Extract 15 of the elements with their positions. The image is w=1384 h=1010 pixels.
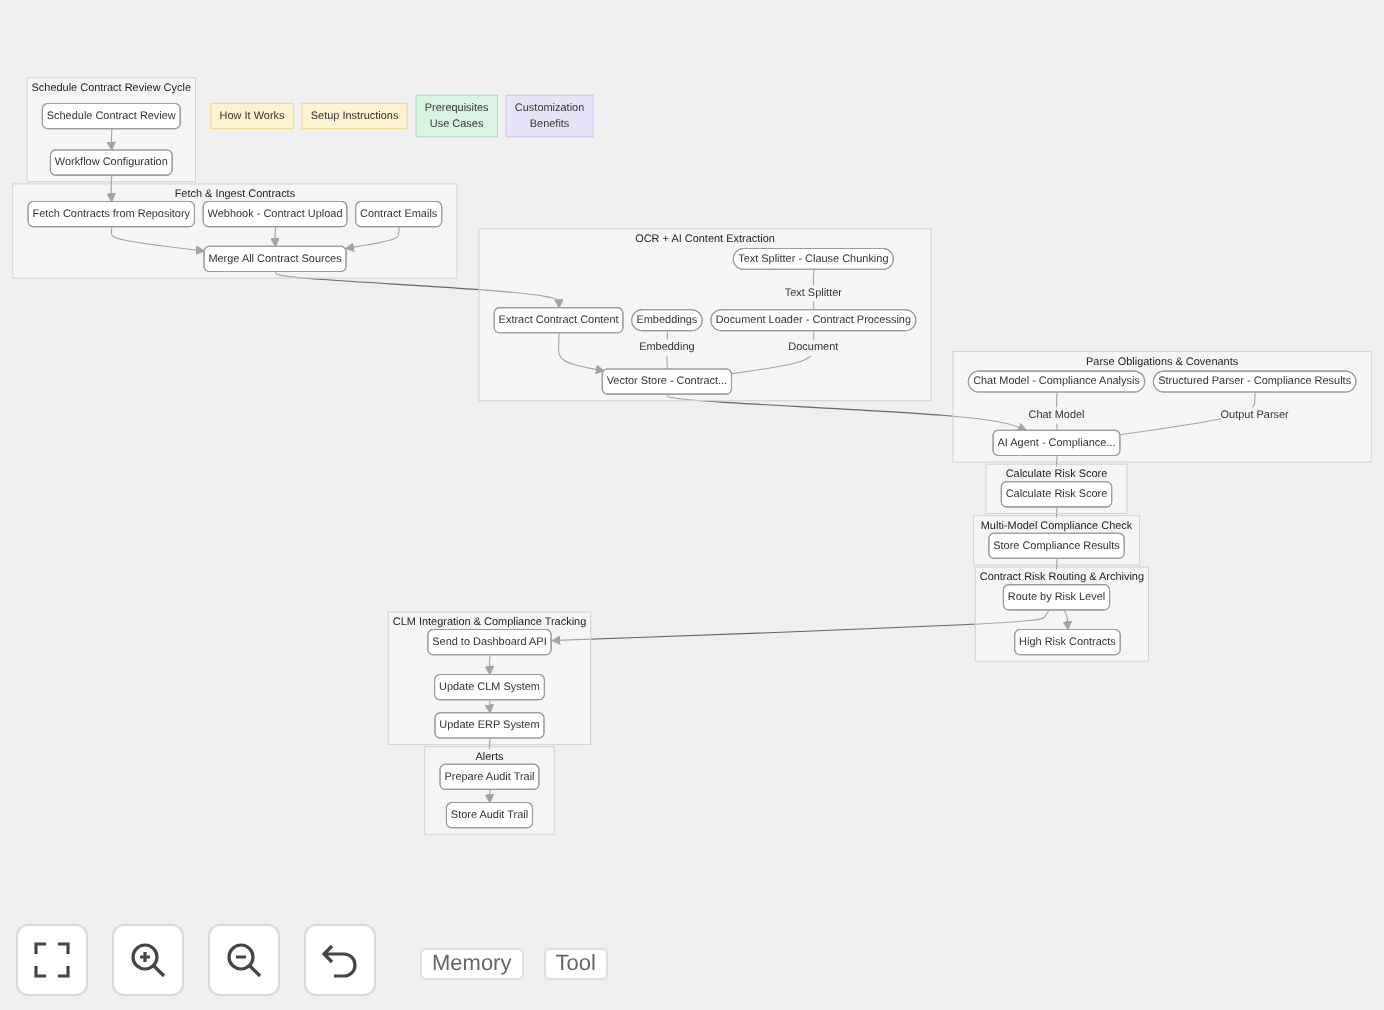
arrow xyxy=(1062,609,1073,631)
arrow xyxy=(484,699,495,714)
port-label: Memory xyxy=(420,948,524,980)
arrow xyxy=(344,226,400,252)
arrow xyxy=(551,609,1050,646)
arrow xyxy=(484,654,495,676)
arrow xyxy=(106,128,116,151)
arrow xyxy=(270,226,280,248)
arrow xyxy=(484,789,495,804)
arrow xyxy=(110,226,206,255)
arrow xyxy=(106,175,116,203)
arrow xyxy=(274,271,564,309)
port-label: Tool xyxy=(543,948,608,980)
arrow xyxy=(666,394,1028,432)
arrow xyxy=(558,332,605,375)
